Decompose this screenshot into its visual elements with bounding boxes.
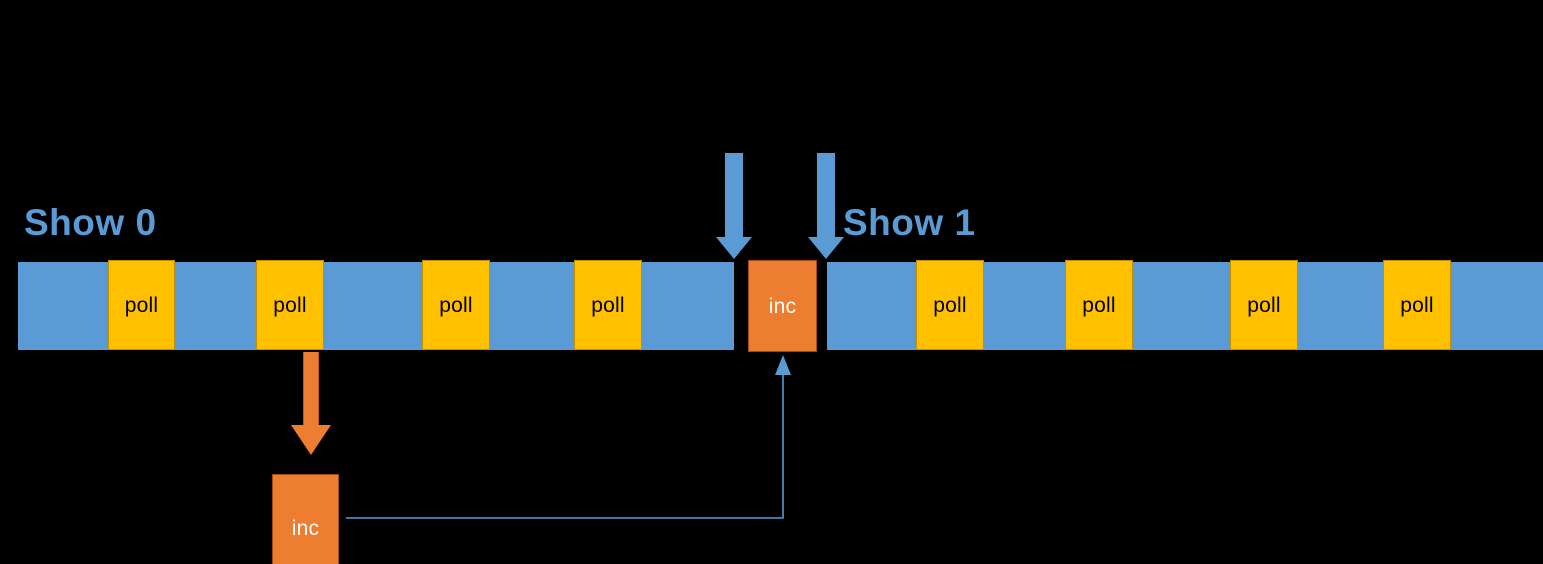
inc-block-inline[interactable]: inc xyxy=(748,260,817,352)
poll-segment[interactable]: poll xyxy=(916,260,984,350)
inc-block-detached[interactable]: inc xyxy=(272,474,339,564)
frame-boundary-arrow-2-icon xyxy=(808,153,844,259)
frame-boundary-arrow-1-icon xyxy=(716,153,752,259)
poll-segment[interactable]: poll xyxy=(1065,260,1133,350)
poll-segment[interactable]: poll xyxy=(256,260,324,350)
poll-segment[interactable]: poll xyxy=(422,260,490,350)
defer-arrow-icon xyxy=(291,352,331,455)
poll-segment[interactable]: poll xyxy=(574,260,642,350)
poll-segment[interactable]: poll xyxy=(1383,260,1451,350)
poll-segment[interactable]: poll xyxy=(1230,260,1298,350)
show-1-label: Show 1 xyxy=(843,202,976,243)
poll-segment[interactable]: poll xyxy=(108,260,175,350)
show-0-label: Show 0 xyxy=(24,202,157,243)
